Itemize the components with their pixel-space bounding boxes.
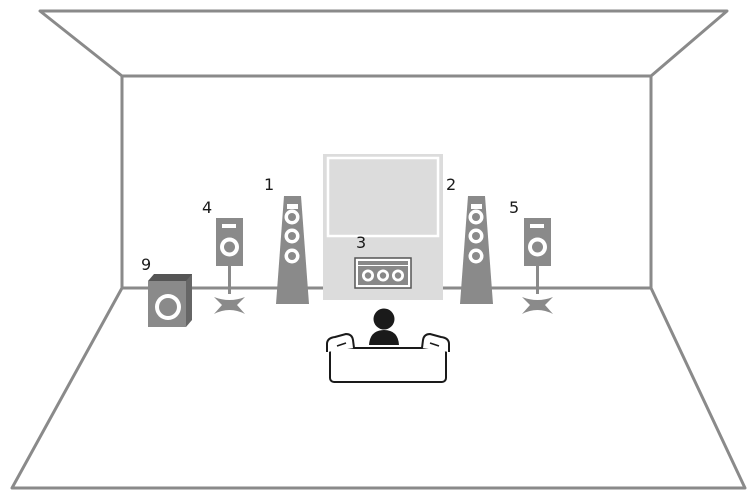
label-surround-left: 4	[202, 198, 212, 217]
front-right-speaker	[460, 196, 493, 304]
center-speaker	[355, 258, 411, 288]
label-subwoofer: 9	[141, 255, 151, 274]
surround-right-speaker	[522, 218, 553, 314]
label-front-right: 2	[446, 175, 456, 194]
label-front-left: 1	[264, 175, 274, 194]
front-left-speaker	[276, 196, 309, 304]
label-center: 3	[356, 233, 366, 252]
room-ceiling	[40, 11, 727, 76]
surround-left-speaker	[214, 218, 245, 314]
label-surround-right: 5	[509, 198, 519, 217]
subwoofer-speaker	[148, 274, 192, 327]
listener	[369, 309, 399, 346]
